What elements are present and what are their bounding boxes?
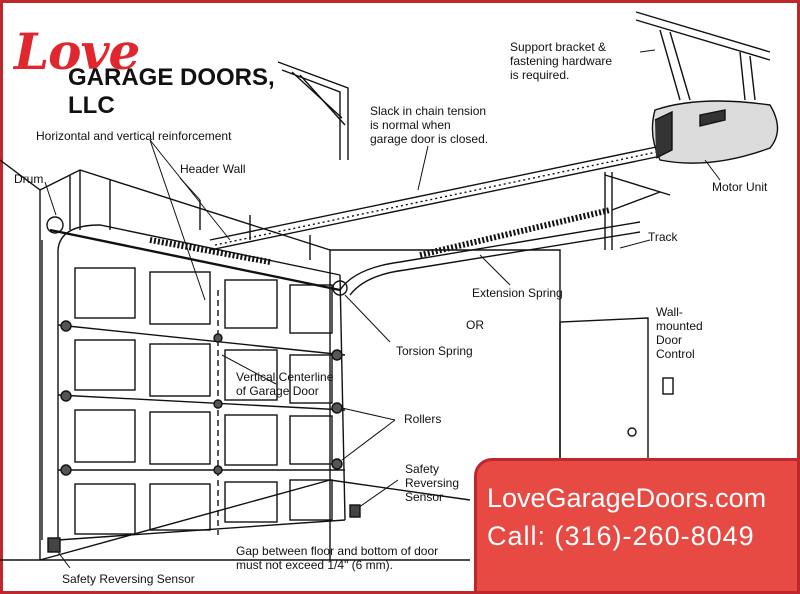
header-wall xyxy=(69,170,311,260)
label-safety-sensor-right: Safety Reversing Sensor xyxy=(405,462,460,504)
label-motor-unit: Motor Unit xyxy=(712,180,768,194)
motor-support-bracket xyxy=(635,11,771,101)
motor-unit xyxy=(651,100,779,164)
label-support-bracket: Support bracket & fastening hardware is … xyxy=(510,40,613,82)
label-gap-note: Gap between floor and bottom of door mus… xyxy=(236,544,439,572)
opener-rail xyxy=(209,139,691,251)
label-reinforcement: Horizontal and vertical reinforcement xyxy=(36,129,232,143)
safety-sensors xyxy=(47,504,361,553)
logo-script-text: Love xyxy=(14,22,140,81)
label-drum: Drum xyxy=(14,172,44,186)
label-or: OR xyxy=(466,318,484,332)
label-safety-sensor-left: Safety Reversing Sensor xyxy=(62,572,195,586)
label-slack-chain: Slack in chain tension is normal when ga… xyxy=(370,104,489,146)
label-header-wall: Header Wall xyxy=(180,162,246,176)
label-wall-control: Wall- mounted Door Control xyxy=(656,305,703,361)
company-logo: Love GARAGE DOORS, LLC xyxy=(14,22,314,119)
torsion-spring xyxy=(46,216,348,296)
contact-banner: LoveGarageDoors.com Call: (316)-260-8049 xyxy=(474,458,800,594)
logo-company-name: GARAGE DOORS, LLC xyxy=(68,64,275,119)
label-torsion-spring: Torsion Spring xyxy=(396,344,473,358)
website-link[interactable]: LoveGarageDoors.com xyxy=(487,483,767,513)
track-and-extension-spring xyxy=(339,172,671,296)
ceiling-bracket xyxy=(277,61,349,160)
leader-lines xyxy=(44,49,721,569)
label-vertical-centerline: Vertical Centerline of Garage Door xyxy=(236,370,334,398)
service-door xyxy=(559,317,674,470)
rollers xyxy=(60,320,343,476)
garage-door xyxy=(41,224,346,541)
label-extension-spring: Extension Spring xyxy=(472,286,563,300)
phone-number[interactable]: Call: (316)-260-8049 xyxy=(487,521,755,551)
label-rollers: Rollers xyxy=(404,412,442,426)
label-track: Track xyxy=(648,230,678,244)
